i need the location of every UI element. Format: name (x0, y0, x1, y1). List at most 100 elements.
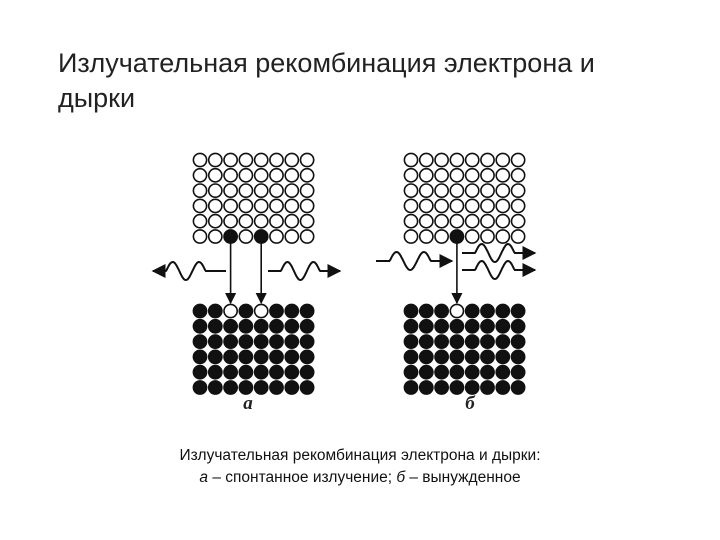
conduction-vacancy (238, 183, 254, 198)
conduction-vacancy (192, 152, 208, 168)
conduction-vacancy (464, 183, 480, 198)
valence-electron (253, 334, 269, 349)
figure-caption: Излучательная рекомбинация электрона и д… (60, 445, 660, 489)
caption-b-text: – вынужденное (405, 469, 521, 486)
valence-electron (192, 303, 208, 319)
valence-electron (299, 380, 315, 395)
conduction-vacancy (238, 229, 254, 244)
conduction-vacancy (192, 229, 208, 244)
valence-electron (510, 318, 526, 334)
valence-electron (495, 349, 511, 365)
conduction-vacancy (418, 213, 434, 229)
valence-electron (284, 364, 300, 380)
conduction-vacancy (207, 183, 223, 198)
caption-line-2: а – спонтанное излучение; б – вынужденно… (60, 467, 660, 489)
valence-electron (418, 303, 434, 319)
valence-electron (223, 334, 238, 349)
valence-electron (510, 364, 526, 380)
conduction-vacancy (284, 213, 300, 229)
valence-electron (253, 349, 269, 365)
valence-electron (495, 303, 511, 319)
emitted-photon-left (151, 260, 226, 282)
valence-electron (434, 303, 449, 319)
conduction-electron (223, 229, 238, 244)
caption-a-text: – спонтанное излучение; (208, 469, 397, 486)
valence-electron (449, 334, 465, 349)
conduction-vacancy (299, 152, 315, 168)
panel-a-label: а (243, 393, 253, 414)
stimulated-photon-1 (462, 242, 537, 264)
conduction-vacancy (480, 198, 495, 214)
conduction-vacancy (418, 167, 434, 183)
conduction-vacancy (464, 167, 480, 183)
valence-electron (449, 380, 465, 395)
valence-electron (480, 364, 495, 380)
valence-electron (403, 318, 419, 334)
conduction-vacancy (480, 229, 495, 244)
conduction-vacancy (480, 152, 495, 168)
conduction-vacancy (418, 229, 434, 244)
conduction-vacancy (510, 183, 526, 198)
conduction-vacancy (253, 198, 269, 214)
conduction-vacancy (299, 213, 315, 229)
valence-electron (449, 318, 465, 334)
valence-electron (299, 303, 315, 319)
conduction-vacancy (284, 183, 300, 198)
valence-electron (418, 318, 434, 334)
conduction-vacancy (495, 183, 511, 198)
conduction-vacancy (207, 198, 223, 214)
conduction-vacancy (480, 167, 495, 183)
conduction-vacancy (207, 229, 223, 244)
conduction-electron (253, 229, 269, 244)
conduction-vacancy (434, 198, 449, 214)
conduction-vacancy (238, 198, 254, 214)
valence-electron (207, 349, 223, 365)
conduction-vacancy (418, 198, 434, 214)
valence-electron (253, 364, 269, 380)
conduction-vacancy (299, 183, 315, 198)
valence-electron (464, 318, 480, 334)
conduction-vacancy (192, 183, 208, 198)
valence-electron (418, 334, 434, 349)
conduction-vacancy (464, 213, 480, 229)
valence-electron (449, 364, 465, 380)
conduction-vacancy (418, 183, 434, 198)
valence-electron (434, 349, 449, 365)
valence-electron (192, 349, 208, 365)
conduction-vacancy (403, 213, 419, 229)
valence-electron (495, 334, 511, 349)
conduction-vacancy (223, 167, 238, 183)
conduction-vacancy (299, 198, 315, 214)
conduction-vacancy (403, 229, 419, 244)
conduction-vacancy (464, 152, 480, 168)
conduction-vacancy (449, 167, 465, 183)
valence-electron (299, 349, 315, 365)
conduction-vacancy (449, 198, 465, 214)
conduction-vacancy (284, 152, 300, 168)
valence-electron (192, 364, 208, 380)
valence-electron (495, 364, 511, 380)
valence-electron (284, 349, 300, 365)
valence-electron (223, 380, 238, 395)
valence-electron (192, 318, 208, 334)
valence-electron (207, 303, 223, 319)
valence-electron (207, 334, 223, 349)
conduction-vacancy (434, 229, 449, 244)
valence-electron (299, 318, 315, 334)
conduction-vacancy (403, 198, 419, 214)
valence-electron (418, 380, 434, 395)
valence-electron (269, 380, 284, 395)
valence-electron (403, 303, 419, 319)
valence-electron (207, 380, 223, 395)
conduction-vacancy (253, 152, 269, 168)
conduction-vacancy (495, 152, 511, 168)
conduction-vacancy (464, 229, 480, 244)
valence-electron (480, 303, 495, 319)
conduction-vacancy (418, 152, 434, 168)
conduction-vacancy (449, 152, 465, 168)
caption-b-marker: б (396, 469, 406, 486)
conduction-vacancy (403, 152, 419, 168)
valence-electron (238, 380, 254, 395)
conduction-vacancy (269, 213, 284, 229)
valence-electron (207, 364, 223, 380)
